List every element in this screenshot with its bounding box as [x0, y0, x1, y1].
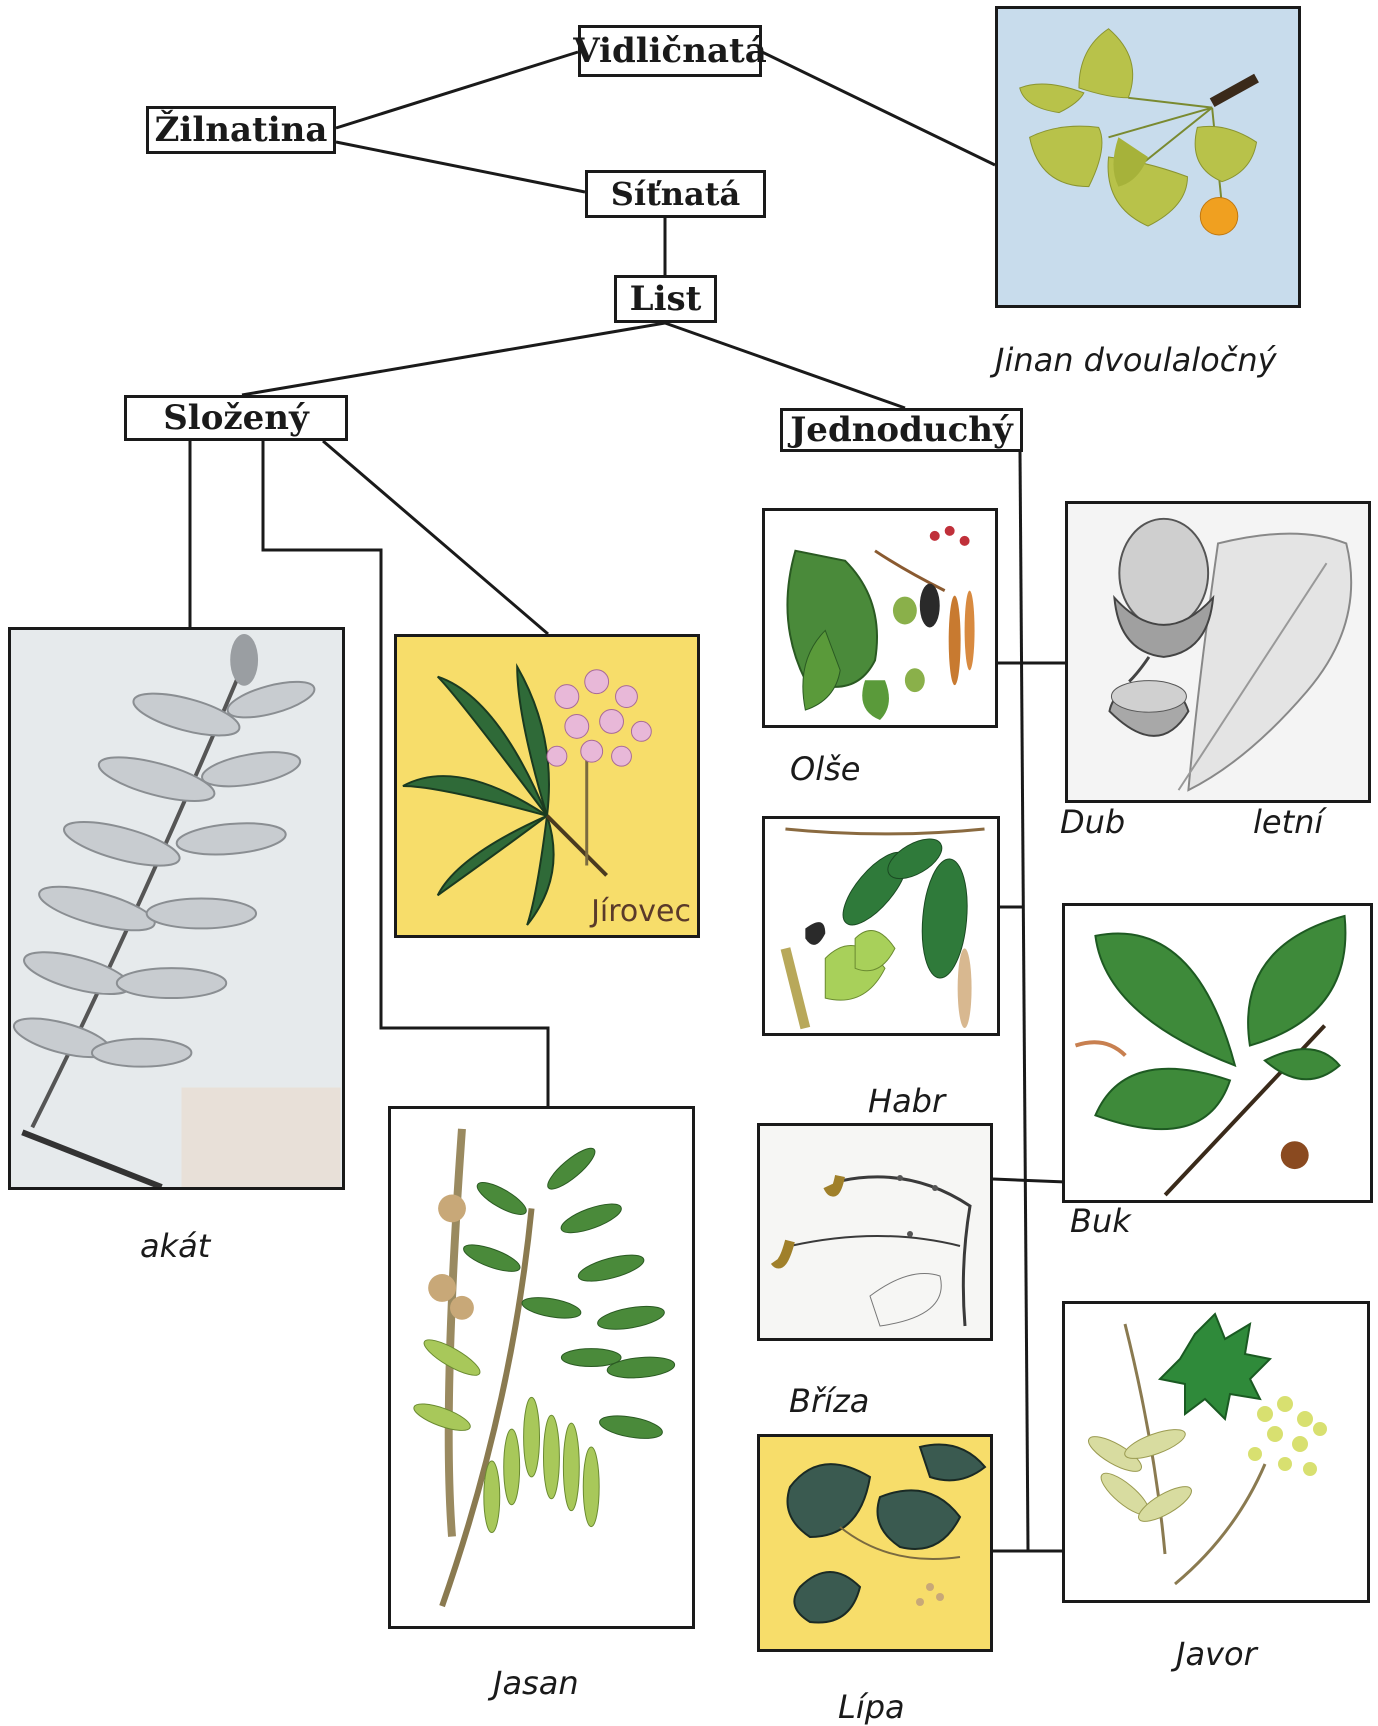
- briza-branch-icon: [760, 1126, 990, 1338]
- olse-leaf-icon: [765, 511, 995, 725]
- node-jednoduchy: Jednoduchý: [780, 408, 1023, 452]
- jirovec-leaf-icon: [397, 637, 697, 935]
- caption-jinan: Jinan dvoulaločný: [995, 341, 1277, 379]
- caption-akat: akát: [140, 1227, 210, 1265]
- habr-leaf-icon: [765, 819, 997, 1033]
- lipa-image: [757, 1434, 993, 1652]
- node-sitnata: Síťnatá: [585, 170, 766, 218]
- node-slozeny: Složený: [124, 395, 348, 441]
- jirovec-label: Jírovec: [591, 894, 691, 929]
- jirovec-image: Jírovec: [394, 634, 700, 938]
- buk-leaf-icon: [1065, 906, 1370, 1200]
- caption-lipa: Lípa: [838, 1688, 905, 1726]
- buk-image: [1062, 903, 1373, 1203]
- ginkgo-image: [995, 6, 1301, 308]
- dub-image: [1065, 501, 1371, 803]
- caption-javor: Javor: [1176, 1635, 1257, 1673]
- habr-image: [762, 816, 1000, 1036]
- caption-letni: letní: [1253, 803, 1323, 841]
- akat-leaf-icon: [11, 630, 342, 1187]
- javor-image: [1062, 1301, 1370, 1603]
- briza-image: [757, 1123, 993, 1341]
- lipa-leaf-icon: [760, 1437, 990, 1649]
- jasan-image: [388, 1106, 695, 1629]
- node-vidlicnata: Vidličnatá: [578, 25, 762, 77]
- node-zilnatina: Žilnatina: [146, 106, 336, 154]
- caption-jasan: Jasan: [493, 1664, 579, 1702]
- jasan-leaf-icon: [391, 1109, 692, 1626]
- caption-dub: Dub: [1060, 803, 1125, 841]
- caption-briza: Bříza: [789, 1382, 869, 1420]
- caption-olse: Olše: [790, 750, 860, 788]
- node-list: List: [614, 275, 717, 323]
- olse-image: [762, 508, 998, 728]
- ginkgo-leaves-icon: [998, 9, 1298, 305]
- caption-habr: Habr: [868, 1082, 945, 1120]
- caption-buk: Buk: [1070, 1202, 1131, 1240]
- dub-acorn-icon: [1068, 504, 1368, 800]
- javor-leaf-icon: [1065, 1304, 1367, 1600]
- akat-image: [8, 627, 345, 1190]
